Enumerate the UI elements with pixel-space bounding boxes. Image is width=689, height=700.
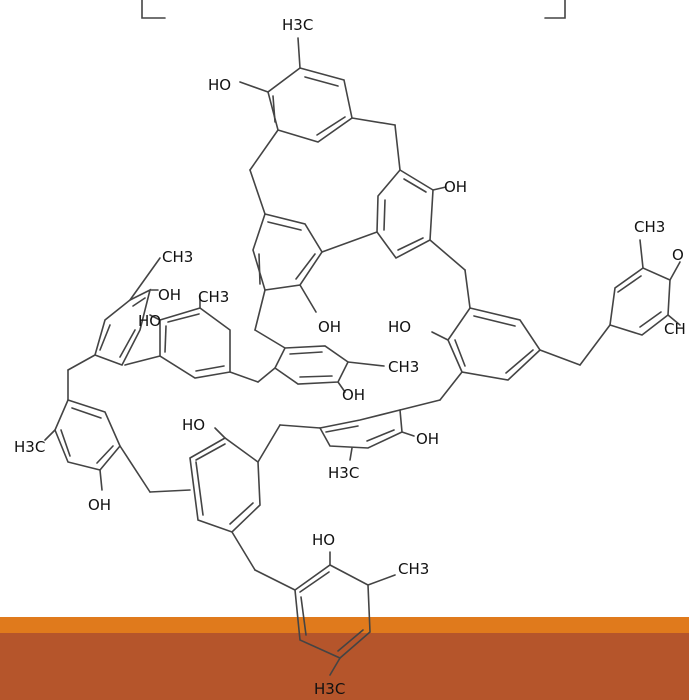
label-oh-center-low: OH bbox=[342, 386, 365, 404]
ring-left-lower bbox=[54, 399, 121, 471]
label-ch3-bottom-right: CH3 bbox=[398, 560, 429, 578]
bracket-right bbox=[544, 0, 566, 19]
label-h3c-left: H3C bbox=[14, 438, 45, 456]
label-ho-upper: HO bbox=[208, 76, 231, 94]
ring-upper-right bbox=[376, 168, 434, 260]
label-ch3-left-mid: CH3 bbox=[198, 288, 229, 306]
label-ch-right-clipped: CH bbox=[664, 320, 686, 338]
ring-center-lower bbox=[273, 345, 350, 385]
label-oh-right-clipped: O bbox=[672, 246, 684, 264]
label-ho-lower: HO bbox=[182, 416, 205, 434]
ring-center bbox=[252, 213, 323, 291]
ring-right-middle bbox=[447, 307, 542, 381]
label-ho-bottom: HO bbox=[312, 531, 335, 549]
label-oh-upper-right: OH bbox=[444, 178, 467, 196]
atom-labels: H3C HO OH CH3 O CH CH3 OH CH3 HO OH HO C… bbox=[14, 16, 686, 698]
bracket-left bbox=[141, 0, 166, 19]
ring-right-lower bbox=[318, 408, 403, 449]
label-ch3-right-top: CH3 bbox=[634, 218, 665, 236]
label-ch3-left-top: CH3 bbox=[162, 248, 193, 266]
ring-bottom bbox=[294, 564, 371, 659]
label-oh-center: OH bbox=[318, 318, 341, 336]
rust-band bbox=[0, 633, 689, 700]
label-ho-left-mid: HO bbox=[138, 312, 161, 330]
label-ho-center-right: HO bbox=[388, 318, 411, 336]
label-oh-left-top: OH bbox=[158, 286, 181, 304]
ring-lower-middle bbox=[189, 437, 261, 533]
bond-lines bbox=[44, 0, 681, 676]
label-oh-left-low: OH bbox=[88, 496, 111, 514]
label-h3c-lower-mid: H3C bbox=[328, 464, 359, 482]
label-ch3-center: CH3 bbox=[388, 358, 419, 376]
label-h3c-top: H3C bbox=[282, 16, 313, 34]
label-h3c-bottom: H3C bbox=[314, 680, 345, 698]
orange-band bbox=[0, 617, 689, 633]
label-oh-lower-right: OH bbox=[416, 430, 439, 448]
ring-far-right bbox=[609, 267, 671, 336]
